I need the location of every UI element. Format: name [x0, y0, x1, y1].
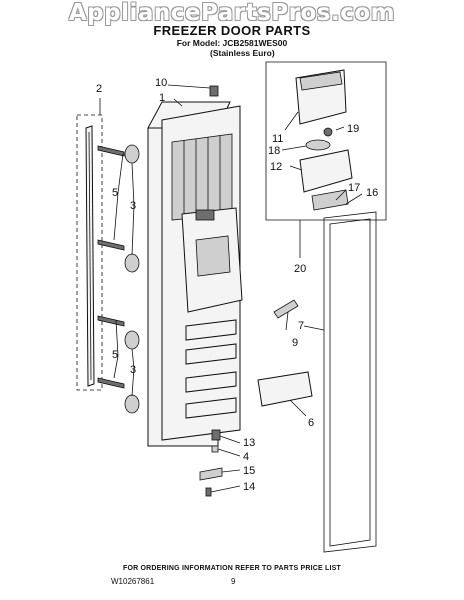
document-number: W10267861 [111, 577, 155, 586]
callout-3-upper: 3 [130, 200, 136, 212]
callout-10: 10 [155, 77, 167, 89]
callout-2: 2 [96, 83, 102, 95]
callout-9: 9 [292, 337, 298, 349]
standoff [124, 330, 140, 350]
callout-19: 19 [347, 123, 359, 135]
ordering-note: FOR ORDERING INFORMATION REFER TO PARTS … [122, 565, 342, 572]
hinge-bushing [211, 445, 219, 453]
variant-label: (Stainless Euro) [210, 48, 275, 58]
leader-lines [113, 84, 363, 493]
callout-14: 14 [243, 481, 255, 493]
door-plug [209, 85, 219, 97]
screw [97, 239, 125, 251]
callout-17: 17 [348, 182, 360, 194]
liner-shelf [185, 343, 237, 365]
dispenser-switch [195, 209, 215, 221]
handle-group-box [76, 114, 103, 391]
callout-4: 4 [243, 451, 249, 463]
bucket-door [311, 189, 349, 211]
callout-7: 7 [298, 320, 304, 332]
callout-11: 11 [272, 133, 283, 145]
handle-assembly [76, 98, 140, 414]
liner-shelf [185, 319, 237, 341]
hinge-cover [273, 299, 299, 319]
standoff [124, 144, 140, 164]
standoff [124, 394, 140, 414]
callout-20: 20 [294, 263, 306, 275]
watermark: AppliancePartsPros.com [68, 0, 396, 26]
callout-6: 6 [308, 417, 314, 429]
grille-ribs [183, 136, 221, 218]
door-gasket-inner [329, 218, 371, 547]
bucket-screw [323, 127, 333, 137]
handle-edge [88, 131, 92, 381]
door-gasket [323, 211, 377, 553]
lower-hinge [199, 467, 223, 481]
callout-3-lower: 3 [130, 364, 136, 376]
page-title: FREEZER DOOR PARTS [153, 23, 311, 38]
callout-16: 16 [366, 187, 378, 199]
screw [97, 377, 125, 389]
door-shelf [257, 371, 313, 407]
ice-bucket-assembly [265, 61, 387, 258]
callout-1: 1 [159, 92, 165, 104]
hinge-pin [211, 429, 221, 441]
callout-13: 13 [243, 437, 255, 449]
liner-shelf [185, 371, 237, 393]
ice-chute [299, 149, 353, 193]
callout-5-lower: 5 [112, 349, 118, 361]
freezer-door [147, 101, 243, 447]
standoff [124, 253, 140, 273]
callout-numbers: 2 10 1 5 3 5 3 11 18 12 19 17 16 20 7 9 … [96, 77, 378, 493]
assembly-box [265, 61, 387, 221]
handle-screws [97, 145, 125, 389]
page-number: 9 [231, 577, 236, 586]
ice-bucket-top [299, 71, 343, 91]
hinge-screw [205, 487, 212, 497]
screw [97, 145, 125, 157]
screw [97, 315, 125, 327]
callout-18: 18 [268, 145, 280, 157]
callout-5-upper: 5 [112, 187, 118, 199]
model-line: For Model: JCB2581WES00 [176, 38, 288, 48]
callout-12: 12 [270, 161, 282, 173]
liner-shelf [185, 397, 237, 419]
bucket-gasket [305, 139, 331, 151]
handle-standoffs [124, 144, 140, 414]
callout-15: 15 [243, 465, 255, 477]
dispenser-chute [195, 235, 231, 277]
door-grille [171, 133, 233, 221]
